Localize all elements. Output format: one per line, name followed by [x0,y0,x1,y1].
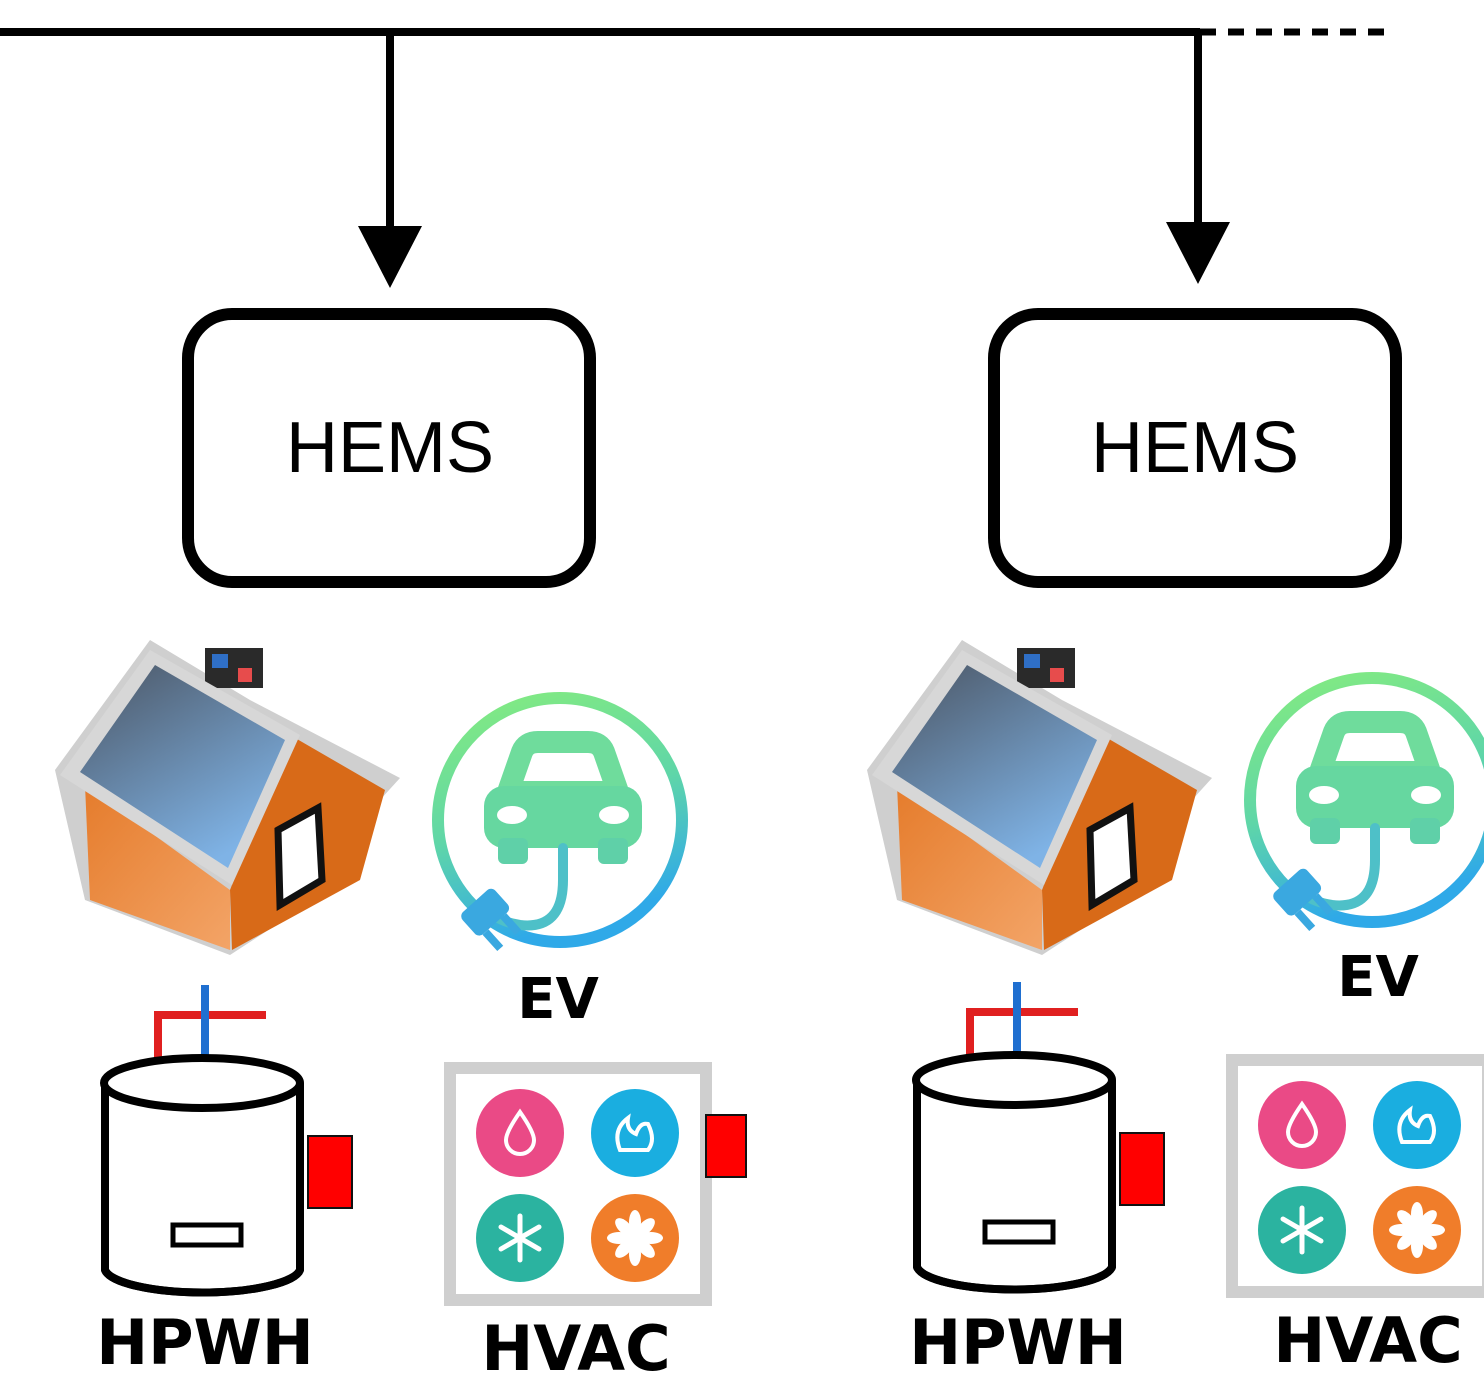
hpwh-label: HPWH [96,1306,314,1379]
house-icon [867,640,1212,955]
hems-box-unit-2: HEMS [988,308,1402,588]
hvac-icon [1232,1060,1484,1292]
hvac-icon [450,1068,746,1300]
hems-label: HEMS [286,408,494,488]
ev-label: EV [1337,945,1419,1010]
hpwh-label: HPWH [909,1306,1127,1379]
hems-label: HEMS [1091,408,1299,488]
ev-charger-icon [1250,678,1484,934]
arrow-unit-1 [358,32,422,288]
ev-charger-icon [438,698,682,954]
water-heater-icon [916,982,1164,1289]
hems-box-unit-1: HEMS [182,308,596,588]
hvac-label: HVAC [481,1312,670,1385]
arrow-unit-2 [1166,32,1230,284]
water-heater-icon [104,985,352,1292]
ev-label: EV [517,967,599,1032]
hvac-label: HVAC [1273,1304,1462,1377]
house-icon [55,640,400,955]
